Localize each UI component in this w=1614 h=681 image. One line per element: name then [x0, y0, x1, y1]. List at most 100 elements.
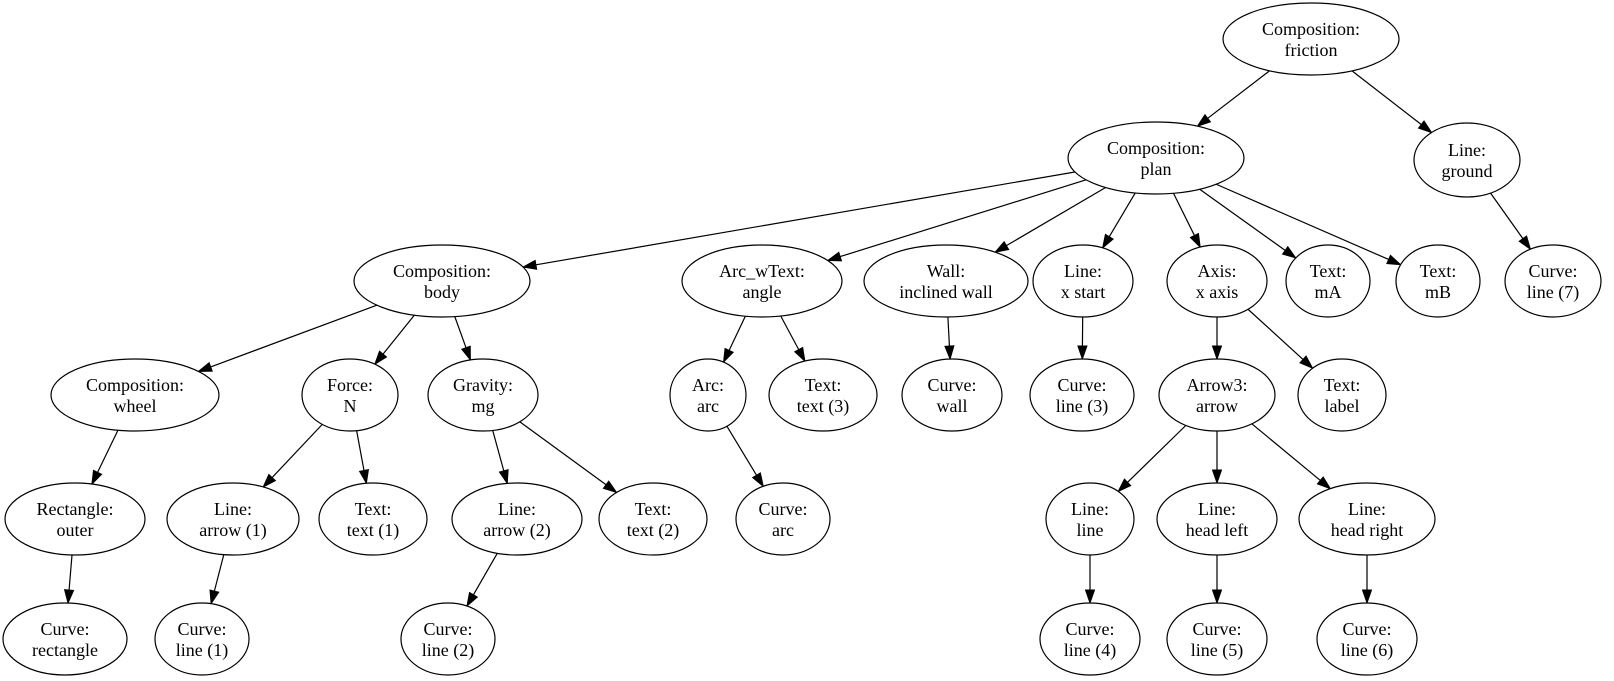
- edge-arrow3-head-right: [1251, 423, 1332, 490]
- node-label-line1: Axis:: [1197, 261, 1236, 281]
- edge-arrowhead: [1518, 235, 1532, 251]
- edge-line: [1351, 70, 1422, 126]
- node-curve-rectangle: Curve:rectangle: [2, 602, 128, 676]
- node-label-line1: Curve:: [1529, 261, 1578, 281]
- node-ellipse: [1032, 244, 1134, 318]
- node-ground: Line:ground: [1413, 122, 1521, 198]
- node-ellipse: [1316, 602, 1418, 676]
- node-outer: Rectangle:outer: [4, 482, 146, 556]
- edge-wheel-outer: [91, 429, 119, 486]
- edge-head-right-line-6: [1361, 555, 1373, 605]
- node-ellipse: [318, 482, 428, 556]
- node-ellipse: [1413, 122, 1521, 198]
- node-ellipse: [1158, 358, 1276, 432]
- edge-angle-arc: [722, 315, 746, 364]
- node-ellipse: [154, 602, 250, 676]
- edge-arrowhead: [197, 361, 213, 372]
- node-ellipse: [1156, 482, 1278, 556]
- edge-arrowhead: [358, 469, 370, 485]
- node-label-line2: mg: [471, 396, 494, 416]
- node-ellipse: [863, 244, 1029, 318]
- edge-arrowhead: [63, 589, 75, 605]
- node-label-line1: Curve:: [1066, 619, 1115, 639]
- edge-friction-ground: [1351, 70, 1433, 134]
- node-line-5: Curve:line (5): [1166, 602, 1268, 676]
- node-label-line2: wall: [937, 396, 968, 416]
- node-label-line1: Force:: [327, 375, 373, 395]
- node-label-line1: Composition:: [86, 375, 184, 395]
- edge-arrowhead: [460, 345, 471, 362]
- node-label-line2: arrow (1): [199, 520, 266, 541]
- node-label-line2: line (5): [1191, 640, 1243, 661]
- node-ellipse: [1298, 482, 1436, 556]
- edge-arrowhead: [1281, 245, 1297, 259]
- node-line-3: Curve:line (3): [1029, 358, 1135, 432]
- node-label-line1: Composition:: [1262, 19, 1360, 39]
- edge-x-axis-arrow3: [1211, 317, 1223, 361]
- node-ellipse: [400, 602, 496, 676]
- node-label-line1: Line:: [1064, 261, 1102, 281]
- node-label: Text:label: [1297, 358, 1387, 432]
- edge-outer-curve-rectangle: [63, 554, 75, 605]
- edge-arrowhead: [793, 346, 806, 363]
- node-label-line2: text (1): [347, 520, 399, 541]
- edge-body-force-n: [373, 314, 415, 366]
- node-head-right: Line:head right: [1298, 482, 1436, 556]
- edge-arrowhead: [209, 589, 220, 606]
- node-ellipse: [1029, 358, 1135, 432]
- node-label-line1: Gravity:: [453, 375, 513, 395]
- edge-line: [1207, 70, 1270, 119]
- node-gravity-mg: Gravity:mg: [427, 358, 539, 432]
- node-label-line2: ground: [1442, 161, 1493, 181]
- edge-head-left-line-5: [1211, 555, 1223, 605]
- edge-arrowhead: [1361, 589, 1373, 605]
- node-label-line2: outer: [57, 520, 94, 540]
- node-line-6: Curve:line (6): [1316, 602, 1418, 676]
- node-ellipse: [669, 358, 747, 432]
- edge-body-gravity-mg: [454, 316, 471, 362]
- node-label-line2: x axis: [1196, 282, 1239, 302]
- node-label-line1: Wall:: [927, 261, 966, 281]
- edge-line: [728, 315, 746, 351]
- node-ellipse: [1297, 358, 1387, 432]
- edge-arrowhead: [466, 591, 479, 608]
- edge-arrowhead: [1211, 345, 1223, 361]
- node-label-line1: Text:: [1324, 375, 1361, 395]
- edge-line: [1251, 423, 1321, 481]
- node-ellipse: [598, 482, 708, 556]
- edge-line: [213, 554, 225, 592]
- node-label-line2: line: [1077, 520, 1104, 540]
- edge-line: [1006, 186, 1106, 247]
- node-ellipse: [50, 358, 220, 432]
- edge-inclined-wall-curve-wall: [944, 316, 955, 361]
- node-label-line2: angle: [743, 282, 782, 302]
- node-ellipse: [4, 482, 146, 556]
- node-ellipse: [1166, 244, 1268, 318]
- edge-arrowhead: [602, 480, 618, 494]
- node-ellipse: [451, 482, 583, 556]
- node-label-line2: N: [344, 396, 357, 416]
- edge-arrowhead: [1084, 589, 1096, 605]
- edge-arrowhead: [373, 350, 388, 366]
- node-force-n: Force:N: [301, 358, 399, 432]
- node-label-line2: arc: [772, 520, 794, 540]
- node-label-line1: Line:: [1071, 499, 1109, 519]
- edge-body-wheel: [197, 304, 378, 372]
- edge-line: [839, 179, 1087, 258]
- node-label-line2: plan: [1141, 159, 1172, 179]
- edge-arrow-2-line-2: [466, 553, 498, 608]
- edge-arrowhead: [1417, 120, 1433, 134]
- edge-arrowhead: [91, 469, 103, 486]
- edge-friction-plan: [1196, 70, 1270, 128]
- node-label-line2: line (2): [422, 640, 474, 661]
- edge-ground-line-7: [1490, 192, 1532, 251]
- node-label-line2: arrow (2): [483, 520, 550, 541]
- node-angle: Arc_wText:angle: [681, 244, 843, 318]
- node-label-line2: body: [424, 282, 460, 302]
- edge-arrowhead: [1077, 345, 1088, 361]
- edge-arrowhead: [1316, 476, 1332, 490]
- edge-plan-angle: [826, 179, 1087, 262]
- node-label-line2: arrow: [1196, 396, 1238, 416]
